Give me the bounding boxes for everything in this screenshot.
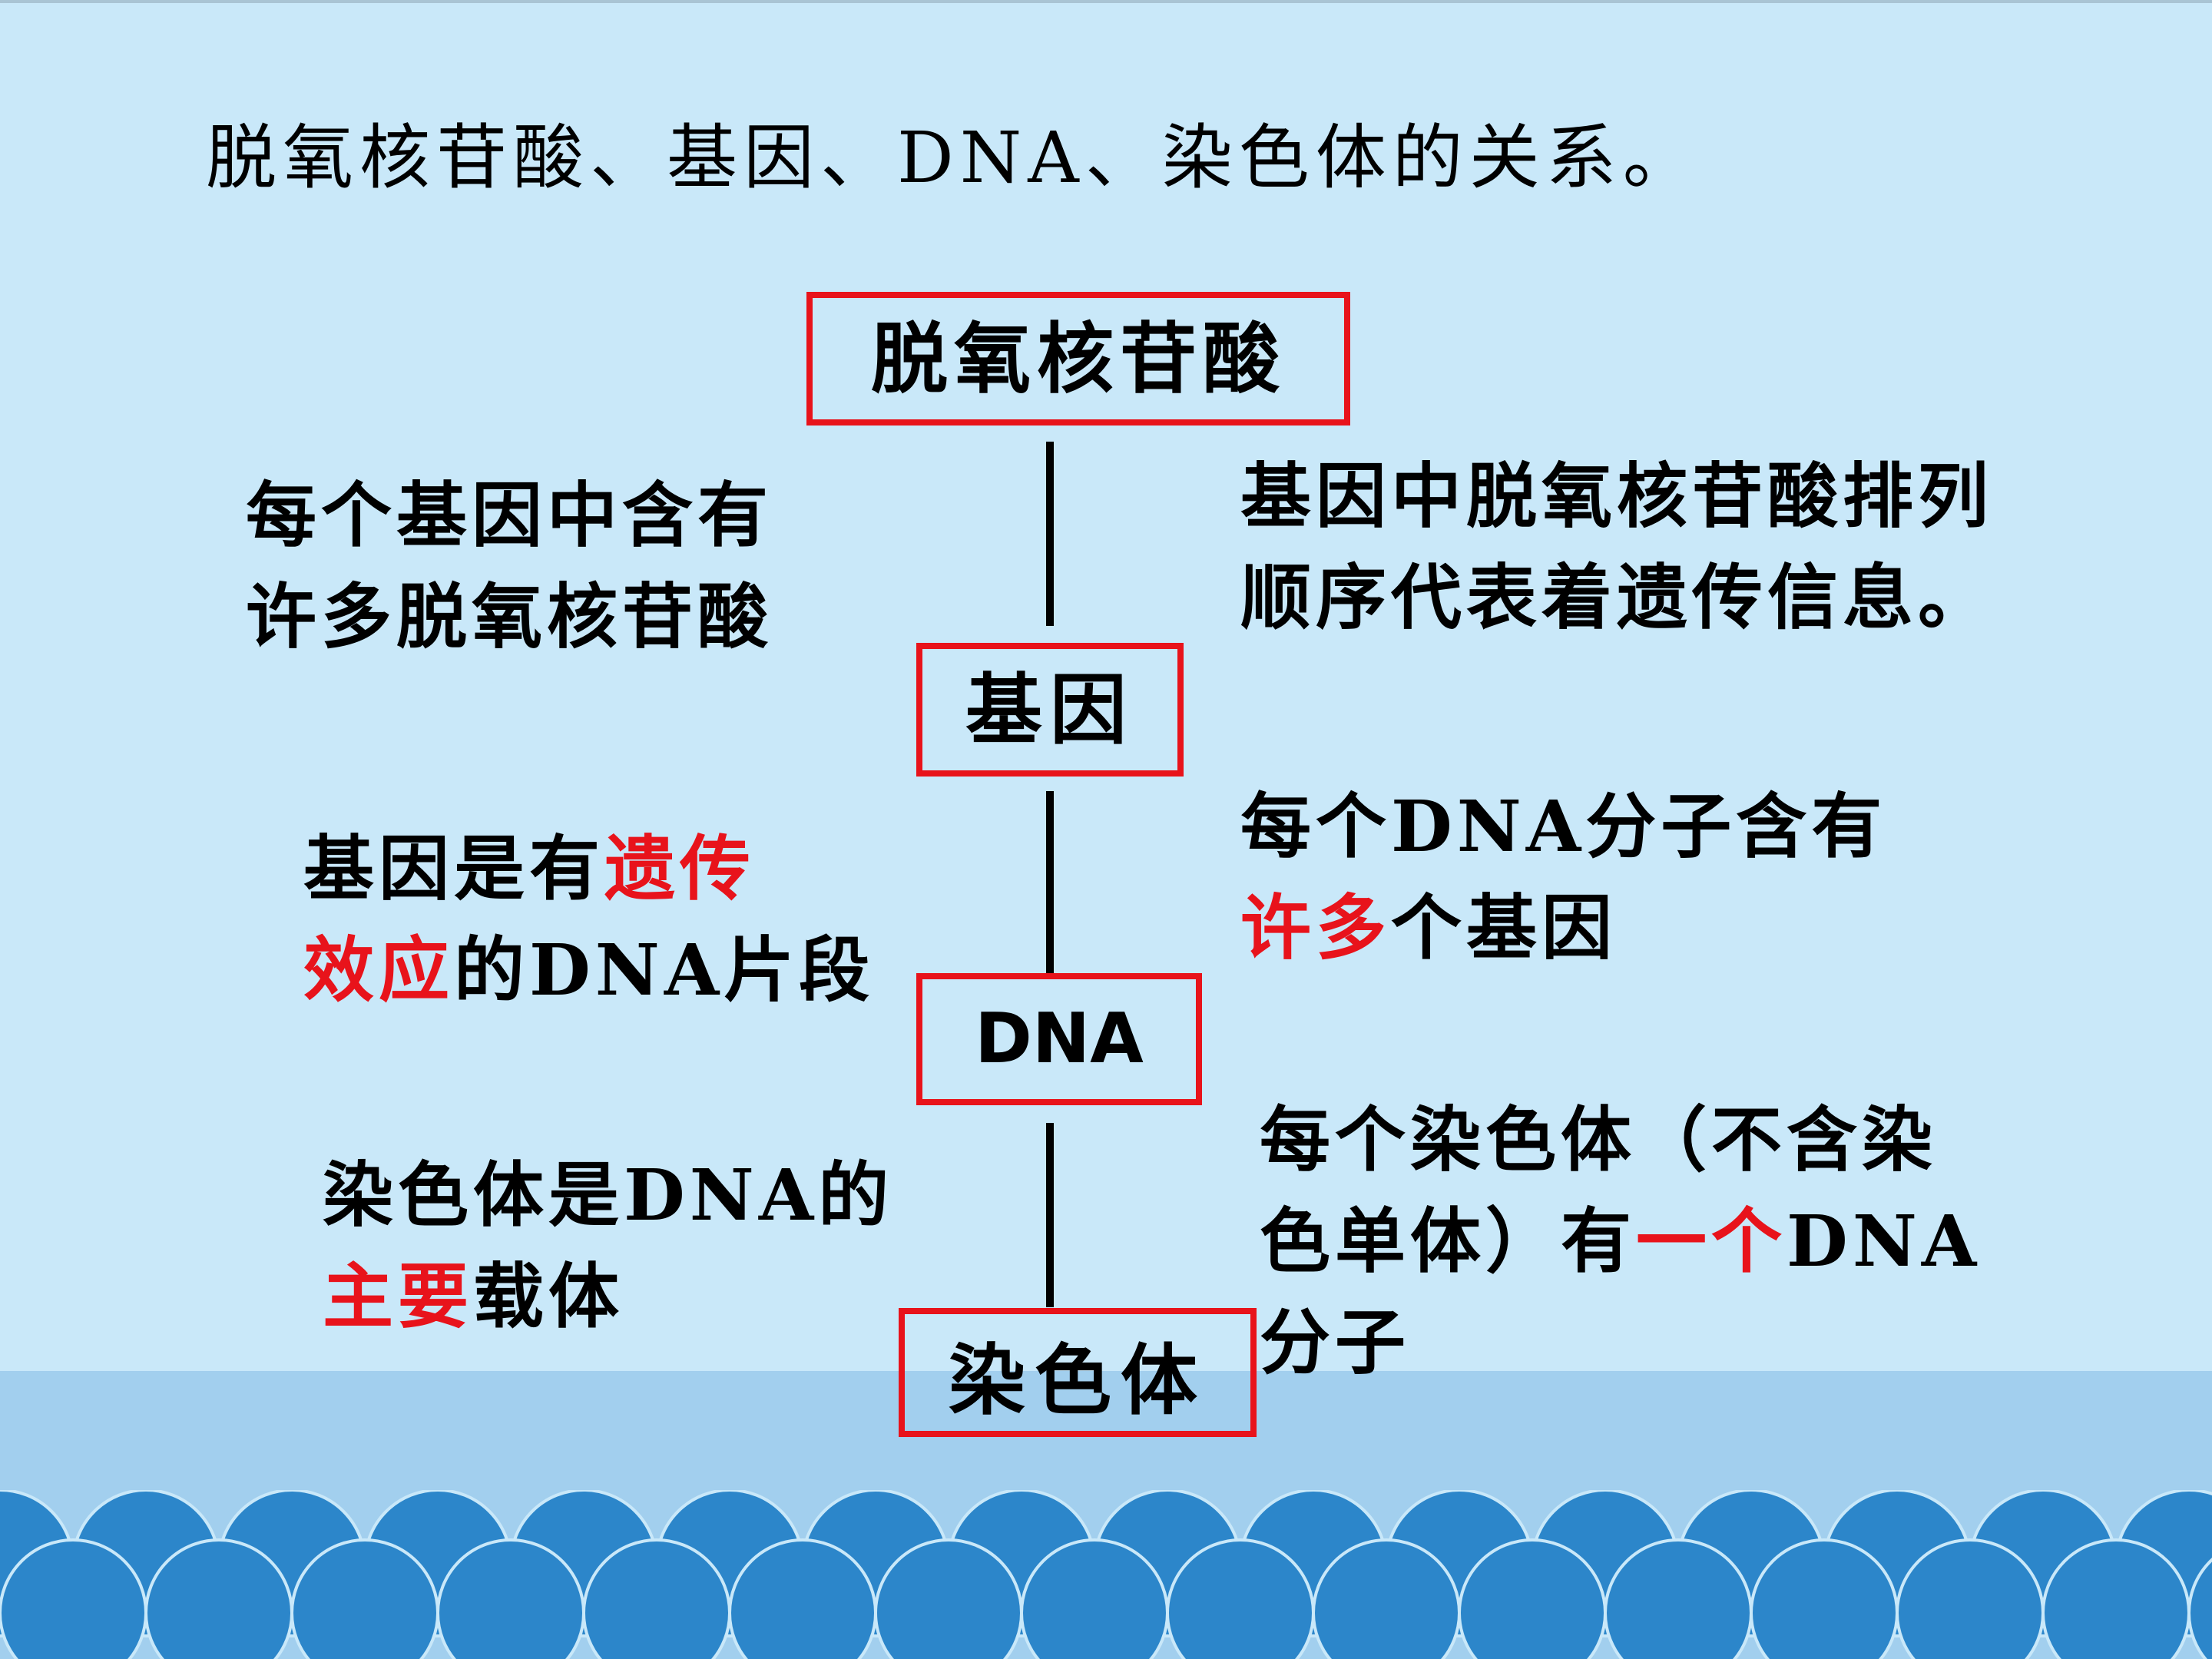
highlight-text: 遗传: [604, 827, 756, 910]
note-line: 每个基因中含有: [246, 474, 773, 557]
note-text: DNA: [1786, 1200, 1982, 1283]
note-sequence-genetic-info: 基因中脱氧核苷酸排列 顺序代表着遗传信息。: [1240, 445, 1993, 648]
wave-front-row: [0, 1538, 2212, 1659]
note-line: 基因中脱氧核苷酸排列: [1240, 455, 1994, 538]
highlight-text: 效应: [303, 929, 455, 1012]
connector-line-2: [1046, 791, 1054, 975]
note-line: 分子: [1260, 1301, 1411, 1384]
wave-decoration: [0, 1490, 2212, 1659]
note-text: 载体: [473, 1255, 624, 1338]
note-line: 基因是有遗传: [303, 818, 874, 919]
note-chromosome-carrier: 染色体是DNA的 主要载体: [323, 1144, 893, 1347]
connector-line-1: [1046, 442, 1054, 626]
note-chromosome-one-dna: 每个染色体（不含染 色单体）有一个DNA 分子: [1260, 1089, 1981, 1393]
note-gene-is-dna-segment: 基因是有遗传 效应的DNA片段: [303, 818, 874, 1021]
connector-line-3: [1046, 1123, 1054, 1307]
note-gene-contains-nucleotides: 每个基因中含有 许多脱氧核苷酸: [246, 465, 773, 667]
box-chromosome: 染色体: [899, 1308, 1257, 1437]
note-line: 染色体是DNA的: [323, 1154, 894, 1237]
note-dna-contains-genes: 每个DNA分子含有 许多个基因: [1240, 776, 1886, 979]
highlight-text: 许多: [1240, 886, 1392, 969]
highlight-text: 主要: [323, 1255, 474, 1338]
note-text: 色单体）有: [1260, 1200, 1637, 1283]
slide-title: 脱氧核苷酸、基因、DNA、染色体的关系。: [206, 117, 1700, 199]
note-line: 许多个基因: [1240, 877, 1886, 979]
highlight-text: 一个: [1636, 1200, 1787, 1283]
note-line: 主要载体: [323, 1246, 893, 1347]
note-text: 基因是有: [303, 827, 605, 910]
box-gene: 基因: [916, 643, 1184, 777]
top-border-line: [0, 0, 2212, 3]
note-line: 色单体）有一个DNA: [1260, 1190, 1981, 1292]
box-dna: DNA: [916, 973, 1202, 1105]
box-nucleotide: 脱氧核苷酸: [806, 292, 1350, 426]
note-line: 效应的DNA片段: [303, 919, 874, 1021]
note-line: 顺序代表着遗传信息。: [1240, 556, 1994, 639]
note-line: 每个染色体（不含染: [1260, 1098, 1938, 1181]
note-line: 每个DNA分子含有: [1240, 785, 1887, 868]
note-text: 的DNA片段: [454, 929, 875, 1012]
note-text: 个基因: [1391, 886, 1618, 969]
note-line: 许多脱氧核苷酸: [246, 575, 773, 658]
